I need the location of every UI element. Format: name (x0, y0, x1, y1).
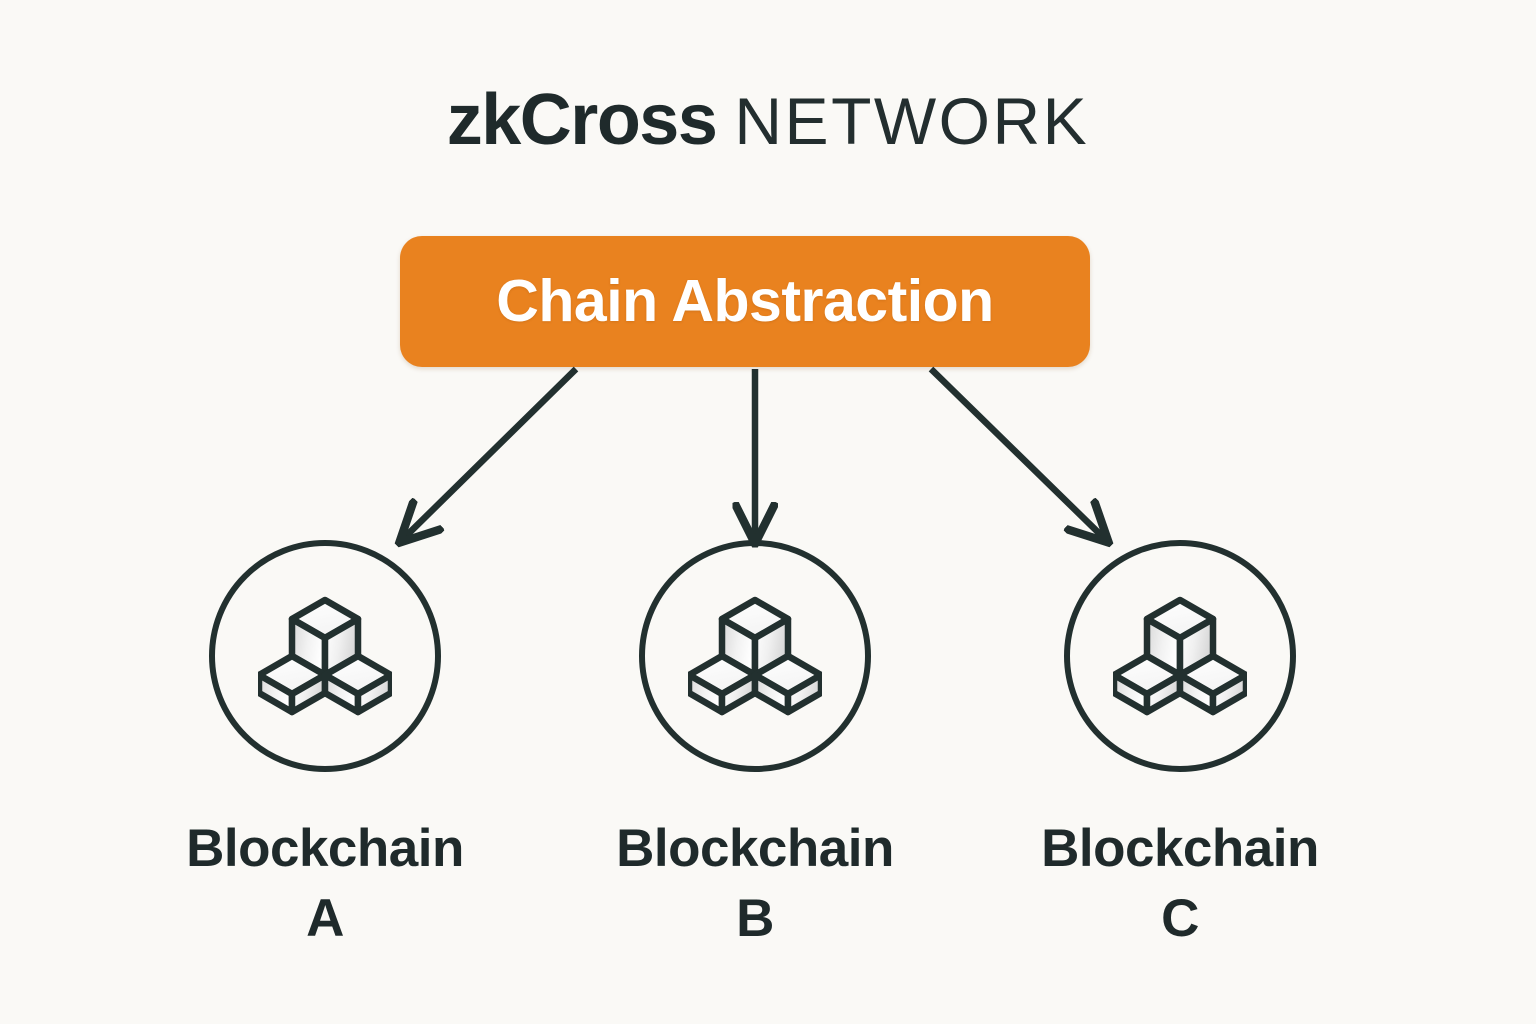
blockchain-node-b-label: Blockchain B (616, 814, 894, 954)
blockchain-node-b-label-line2: B (736, 888, 774, 948)
blockchain-node-b-circle (639, 540, 871, 772)
arrow-to-blockchain-a (402, 366, 579, 540)
arrow-to-blockchain-c (928, 366, 1106, 540)
blockchain-cubes-icon (258, 596, 392, 716)
brand-name-secondary: NETWORK (734, 84, 1090, 158)
blockchain-node-a[interactable]: Blockchain A (160, 540, 490, 954)
blockchain-node-c-circle (1064, 540, 1296, 772)
blockchain-node-c[interactable]: Blockchain C (1015, 540, 1345, 954)
blockchain-node-c-label: Blockchain C (1041, 814, 1319, 954)
blockchain-node-a-label: Blockchain A (186, 814, 464, 954)
blockchain-node-c-label-line2: C (1161, 888, 1199, 948)
blockchain-node-a-label-line1: Blockchain (186, 819, 464, 878)
blockchain-node-a-circle (209, 540, 441, 772)
blockchain-cubes-icon (688, 596, 822, 716)
brand-name-primary: zkCross (446, 80, 718, 160)
blockchain-cubes-icon (1113, 596, 1247, 716)
blockchain-node-b[interactable]: Blockchain B (590, 540, 920, 954)
blockchain-node-c-label-line1: Blockchain (1041, 819, 1319, 878)
blockchain-node-b-label-line1: Blockchain (616, 819, 894, 878)
chain-abstraction-label: Chain Abstraction (496, 268, 994, 334)
chain-abstraction-box[interactable]: Chain Abstraction (400, 236, 1090, 367)
blockchain-node-a-label-line2: A (306, 888, 344, 948)
